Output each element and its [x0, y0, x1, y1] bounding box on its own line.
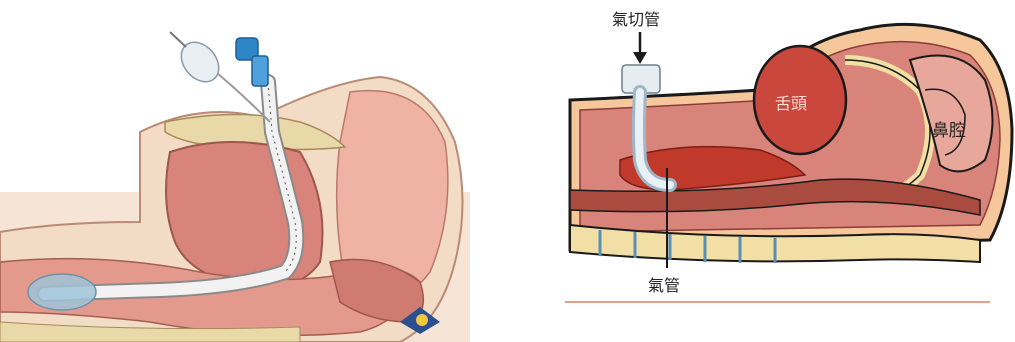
endotracheal-tube-illustration	[0, 22, 470, 342]
bite-block-dot	[416, 314, 428, 326]
trachea-label: 氣管	[648, 272, 680, 296]
connector-stem	[252, 56, 268, 86]
left-anatomy-svg	[0, 22, 470, 342]
tube-cuff	[28, 274, 96, 310]
tube-arrow-head	[633, 52, 647, 64]
tongue-label: 舌頭	[775, 90, 807, 114]
pilot-valve	[170, 32, 186, 47]
tracheostomy-tube-illustration: 氣切管 舌頭 鼻腔 氣管	[560, 0, 1015, 310]
nasal-cavity-label: 鼻腔	[932, 116, 966, 141]
right-anatomy-svg	[560, 0, 1015, 310]
tracheostomy-tube-label: 氣切管	[612, 6, 660, 30]
